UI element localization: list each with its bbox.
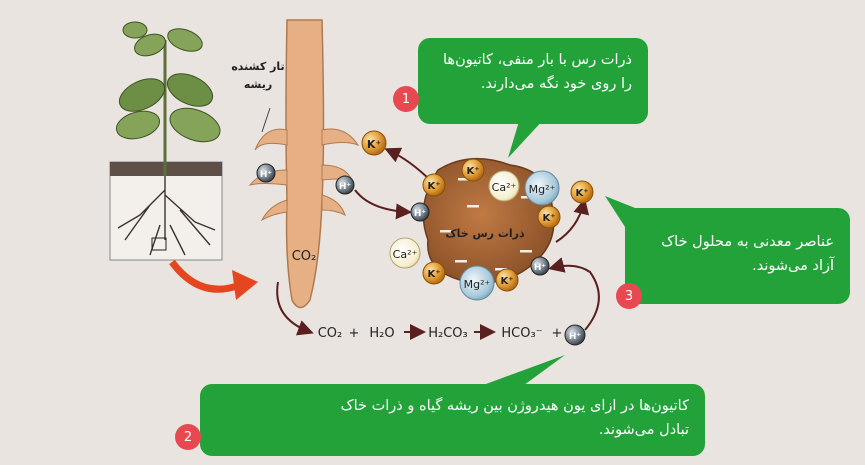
ion-ca-clay-1-label: Ca²⁺ [492, 181, 517, 194]
ion-k-clay-2-label: K⁺ [466, 166, 479, 177]
ion-mg-clay-2: Mg²⁺ [459, 265, 495, 301]
ion-h-equation: H⁺ [564, 324, 586, 346]
ion-mg-clay-1: Mg²⁺ [524, 170, 560, 206]
root-hair-label-1: تار کشنده [231, 60, 284, 73]
ion-mg-clay-1-label: Mg²⁺ [529, 183, 556, 196]
arrow-co2-down [276, 281, 314, 336]
ion-h-clay: H⁺ [410, 202, 430, 222]
equation-h2co3: H₂CO₃ [428, 326, 468, 341]
callout-3-number: 3 [616, 283, 642, 309]
ion-k-free-label: K⁺ [575, 188, 588, 199]
arrow-k-release [555, 198, 590, 243]
equation: CO₂ + H₂O H₂CO₃ HCO₃⁻ + [318, 326, 563, 341]
root-hair-pointer [261, 107, 271, 133]
clay-particle-label: ذرات رس خاک [445, 227, 525, 240]
ion-h-root-2-label: H⁺ [339, 182, 352, 192]
ion-h-root-1: H⁺ [256, 163, 276, 183]
ion-h-root-2: H⁺ [335, 175, 355, 195]
callout-2-number: 2 [175, 424, 201, 450]
ion-ca-clay-2-label: Ca²⁺ [393, 248, 418, 261]
ion-k-clay-2: K⁺ [461, 158, 485, 182]
ion-k-root-label: K⁺ [367, 138, 382, 151]
equation-plus-2: + [552, 326, 563, 341]
ion-h-root-1-label: H⁺ [260, 170, 273, 180]
callout-2-line-2: تبادل می‌شوند. [598, 422, 689, 438]
root-co2-label: CO₂ [292, 249, 317, 264]
callout-1-line-2: را روی خود نگه می‌دارند. [480, 76, 632, 92]
callout-3-line-2: آزاد می‌شوند. [752, 258, 834, 274]
arrow-k-to-root [384, 147, 433, 183]
ion-h-release: H⁺ [530, 256, 550, 276]
ion-k-clay-5: K⁺ [495, 268, 519, 292]
equation-co2: CO₂ [318, 326, 343, 341]
ion-k-clay-4-label: K⁺ [427, 269, 440, 280]
equation-plus-1: + [349, 326, 360, 341]
ion-k-root: K⁺ [361, 130, 387, 156]
ion-ca-clay-1: Ca²⁺ [488, 170, 520, 202]
arrow-h-to-clay [354, 189, 412, 220]
ion-k-clay-3-label: K⁺ [542, 213, 555, 224]
ion-k-clay-5-label: K⁺ [500, 276, 513, 287]
equation-hco3: HCO₃⁻ [501, 326, 542, 341]
ion-k-clay-1: K⁺ [422, 173, 446, 197]
plant-illustration [109, 21, 223, 261]
callout-2-pointer [475, 355, 565, 388]
callout-1-number: 1 [393, 86, 419, 112]
ion-k-free: K⁺ [570, 180, 594, 204]
ion-h-equation-label: H⁺ [569, 332, 582, 342]
root-hair-label-2: ریشه [244, 78, 272, 91]
arrow-h-from-equation [548, 257, 600, 331]
callout-3-line-1: عناصر معدنی به محلول خاک [661, 234, 834, 250]
ion-k-clay-4: K⁺ [422, 261, 446, 285]
ion-h-release-label: H⁺ [534, 263, 547, 273]
ion-ca-clay-2: Ca²⁺ [389, 237, 421, 269]
ion-k-clay-3: K⁺ [537, 205, 561, 229]
ion-h-clay-label: H⁺ [414, 209, 427, 219]
equation-h2o: H₂O [369, 326, 394, 341]
ion-mg-clay-2-label: Mg²⁺ [464, 278, 491, 291]
ion-k-clay-1-label: K⁺ [427, 181, 440, 192]
callout-2: کاتیون‌ها در ازای یون هیدروژن بین ریشه گ… [200, 384, 705, 456]
callout-1-line-1: ذرات رس با بار منفی، کاتیون‌ها [443, 52, 632, 68]
zoom-arrow-head [232, 270, 258, 300]
callout-2-line-1: کاتیون‌ها در ازای یون هیدروژن بین ریشه گ… [340, 398, 689, 414]
negative-charges [440, 178, 533, 271]
zoom-arrow [169, 259, 242, 293]
callout-1: ذرات رس با بار منفی، کاتیون‌ها را روی خو… [418, 38, 648, 124]
callout-3: عناصر معدنی به محلول خاک آزاد می‌شوند. [625, 208, 850, 304]
callout-1-pointer [508, 118, 545, 158]
